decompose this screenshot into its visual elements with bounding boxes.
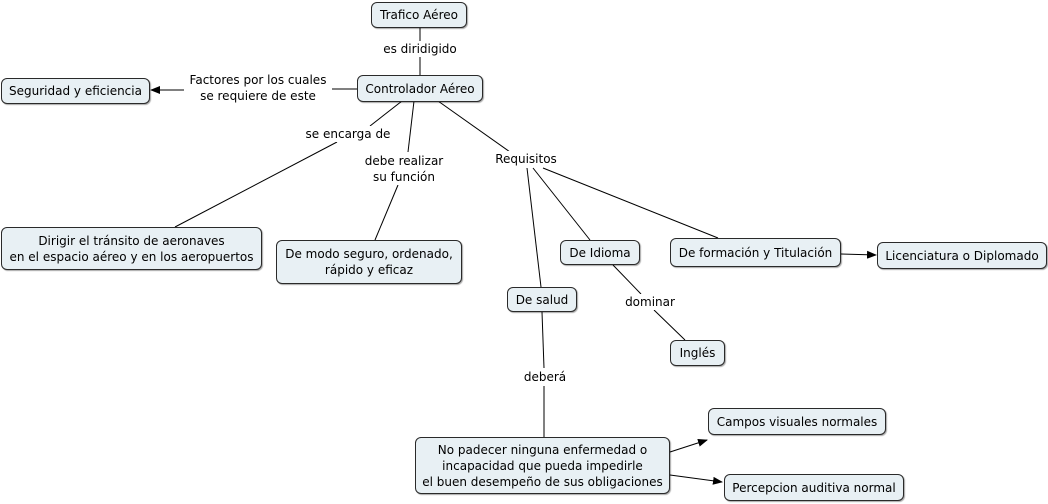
connector-padecer-percepcion	[669, 474, 723, 485]
connector-controlador-requisitos	[437, 100, 511, 153]
link-label-es-dirigido: es diridigido	[375, 41, 465, 57]
connector-requisitos-formacion	[542, 167, 719, 239]
node-ingles[interactable]: Inglés	[670, 340, 725, 366]
connector-formacion-licenciatura	[840, 250, 877, 259]
link-label-se-encarga: se encarga de	[302, 126, 394, 142]
node-de-idioma[interactable]: De Idioma	[560, 240, 640, 265]
node-no-padecer[interactable]: No padecer ninguna enfermedad o incapaci…	[415, 437, 670, 494]
node-trafico-aereo[interactable]: Trafico Aéreo	[371, 2, 467, 28]
node-licenciatura-diplomado[interactable]: Licenciatura o Diplomado	[877, 242, 1047, 269]
node-campos-visuales[interactable]: Campos visuales normales	[708, 408, 886, 435]
node-modo-seguro[interactable]: De modo seguro, ordenado, rápido y efica…	[276, 240, 462, 284]
link-label-debera: deberá	[518, 369, 572, 385]
node-dirigir-transito[interactable]: Dirigir el tránsito de aeronaves en el e…	[1, 227, 262, 270]
node-percepcion-auditiva[interactable]: Percepcion auditiva normal	[724, 474, 904, 501]
node-de-salud[interactable]: De salud	[507, 287, 577, 312]
connector-salud-debera	[541, 311, 545, 369]
connector-requisitos-idioma	[532, 167, 591, 241]
node-seguridad-eficiencia[interactable]: Seguridad y eficiencia	[1, 78, 150, 104]
connector-controlador-se-encarga	[369, 100, 403, 127]
link-label-debe-realizar: debe realizar su función	[359, 153, 449, 185]
connector-dominar-ingles	[653, 309, 686, 341]
connector-idioma-dominar	[612, 264, 642, 295]
node-controlador-aereo[interactable]: Controlador Aéreo	[357, 75, 483, 102]
node-formacion-titulacion[interactable]: De formación y Titulación	[670, 238, 841, 267]
link-label-requisitos: Requisitos	[491, 151, 561, 167]
connector-padecer-campos	[669, 438, 708, 453]
connector-debe-realizar-modo	[374, 184, 399, 241]
link-label-factores: Factores por los cuales se requiere de e…	[184, 72, 332, 104]
connector-se-encarga-dirigir	[174, 141, 338, 228]
connector-requisitos-salud	[526, 167, 542, 288]
connector-controlador-debe-realizar	[407, 100, 415, 153]
link-label-dominar: dominar	[619, 294, 681, 310]
